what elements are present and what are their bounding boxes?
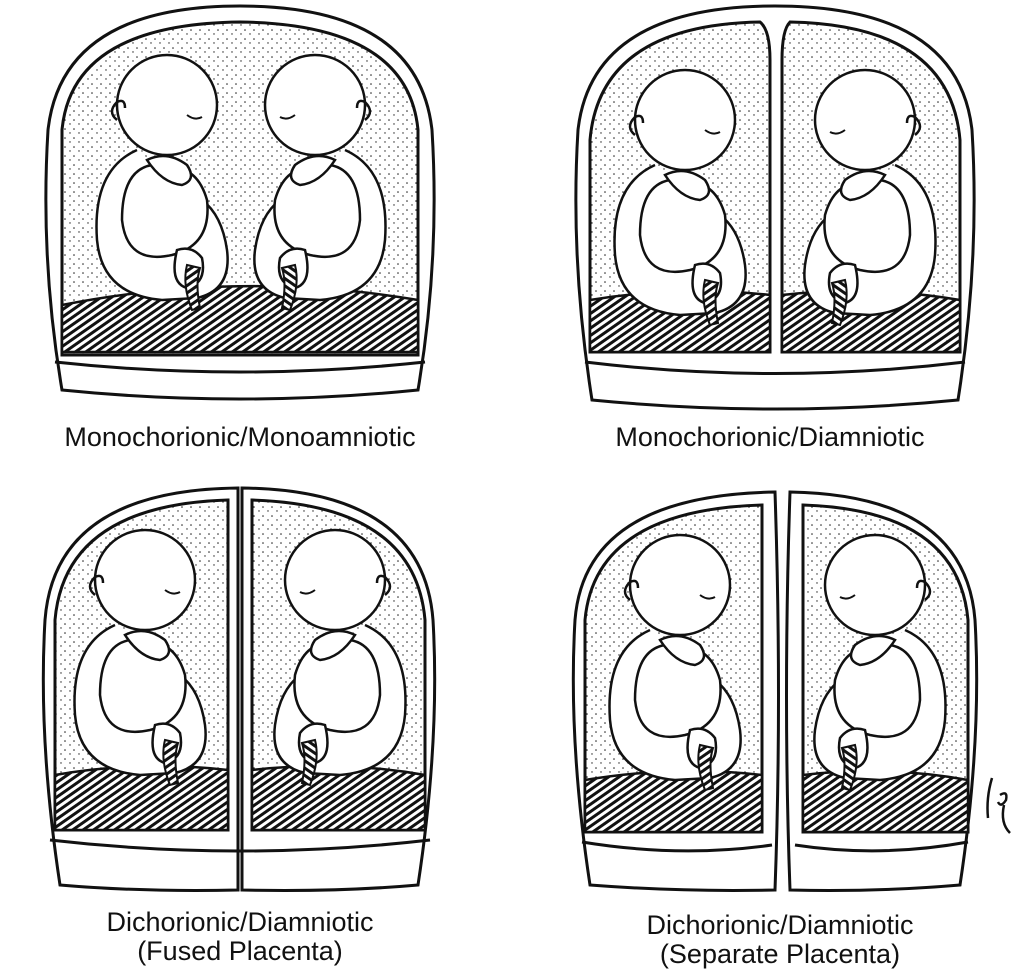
panel-mono-mono <box>44 4 436 401</box>
placenta <box>60 284 420 354</box>
panel-di-di-separate <box>571 490 979 892</box>
chorion-left <box>41 486 240 892</box>
chorion-right <box>785 490 979 892</box>
panel-4-sublabel: (Separate Placenta) <box>659 939 901 969</box>
chorion-right <box>240 486 437 892</box>
panel-1-label: Monochorionic/Monoamniotic <box>64 422 416 452</box>
chorion <box>574 4 976 411</box>
panel-3-sublabel: (Fused Placenta) <box>137 936 343 966</box>
chorion-left <box>571 490 780 892</box>
panel-di-di-fused <box>41 486 437 892</box>
panel-mono-di <box>574 4 976 411</box>
panel-4-label: Dichorionic/Diamniotic <box>646 910 914 940</box>
panel-2-label: Monochorionic/Diamniotic <box>615 422 925 452</box>
artist-signature <box>986 777 1011 834</box>
panel-3-label: Dichorionic/Diamniotic <box>106 907 374 937</box>
chorion <box>44 4 436 401</box>
